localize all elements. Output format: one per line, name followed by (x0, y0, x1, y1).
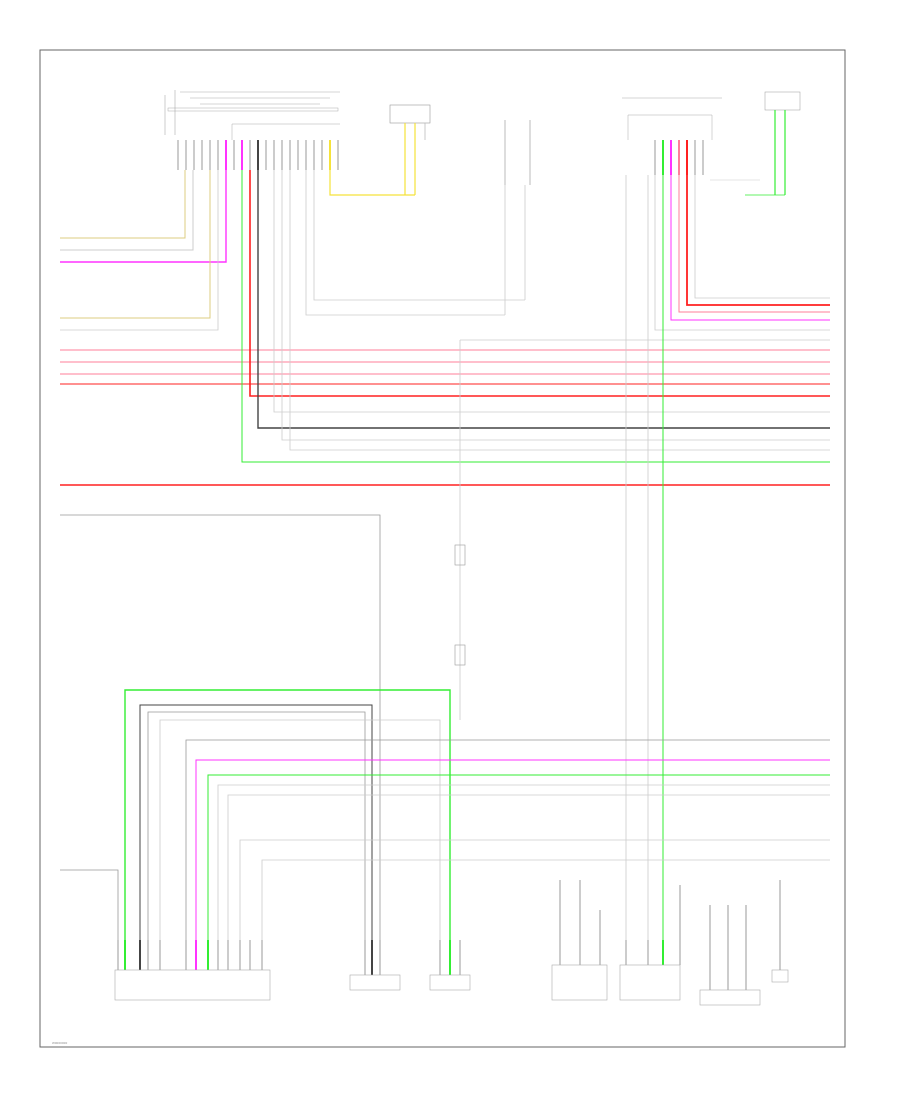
center-top-connector (389, 104, 431, 195)
front-right-connector-block (622, 97, 722, 175)
top-left-pins (177, 140, 339, 170)
rear-top-connector (504, 120, 531, 315)
bottom-left-wires (60, 689, 830, 940)
vertical-wires (454, 175, 664, 940)
bottom-connector-pins (114, 880, 789, 1006)
diagram-frame (39, 49, 846, 1048)
footer-code: W0000000 (52, 1041, 67, 1045)
front-left-connector-block (164, 90, 340, 140)
horizontal-wires (60, 170, 830, 940)
far-right-top-connector (710, 91, 801, 196)
